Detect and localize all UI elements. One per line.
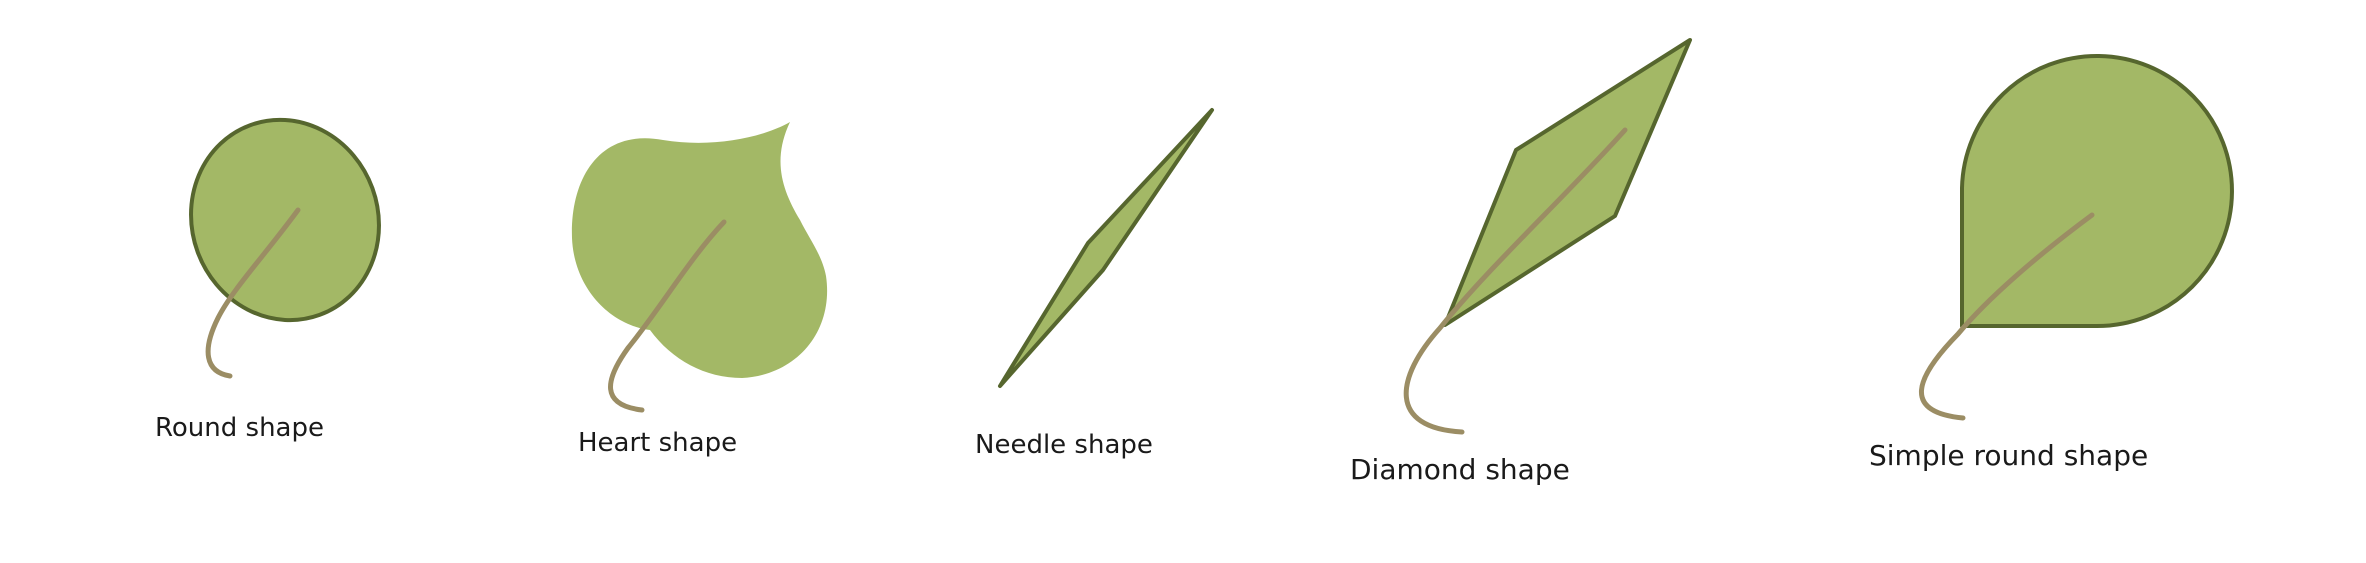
diamond-leaf — [1403, 38, 1692, 435]
simple-round-shape-caption: Simple round shape — [1869, 439, 2149, 472]
round-leaf-stem — [205, 207, 301, 379]
needle-leaf-blade — [998, 108, 1214, 388]
simple-round-leaf — [1919, 54, 2234, 421]
heart-leaf — [571, 122, 828, 413]
needle-shape-caption: Needle shape — [975, 430, 1153, 460]
round-leaf — [189, 117, 381, 379]
simple-round-leaf-stem — [1919, 212, 2095, 421]
heart-leaf-stem — [608, 219, 727, 413]
round-leaf-blade — [189, 117, 381, 323]
diamond-leaf-stem — [1403, 127, 1628, 435]
diamond-shape-caption: Diamond shape — [1350, 453, 1570, 486]
heart-shape-caption: Heart shape — [578, 428, 738, 458]
simple-round-leaf-blade — [1960, 54, 2234, 328]
round-shape-caption: Round shape — [155, 413, 324, 443]
needle-leaf — [998, 108, 1214, 388]
